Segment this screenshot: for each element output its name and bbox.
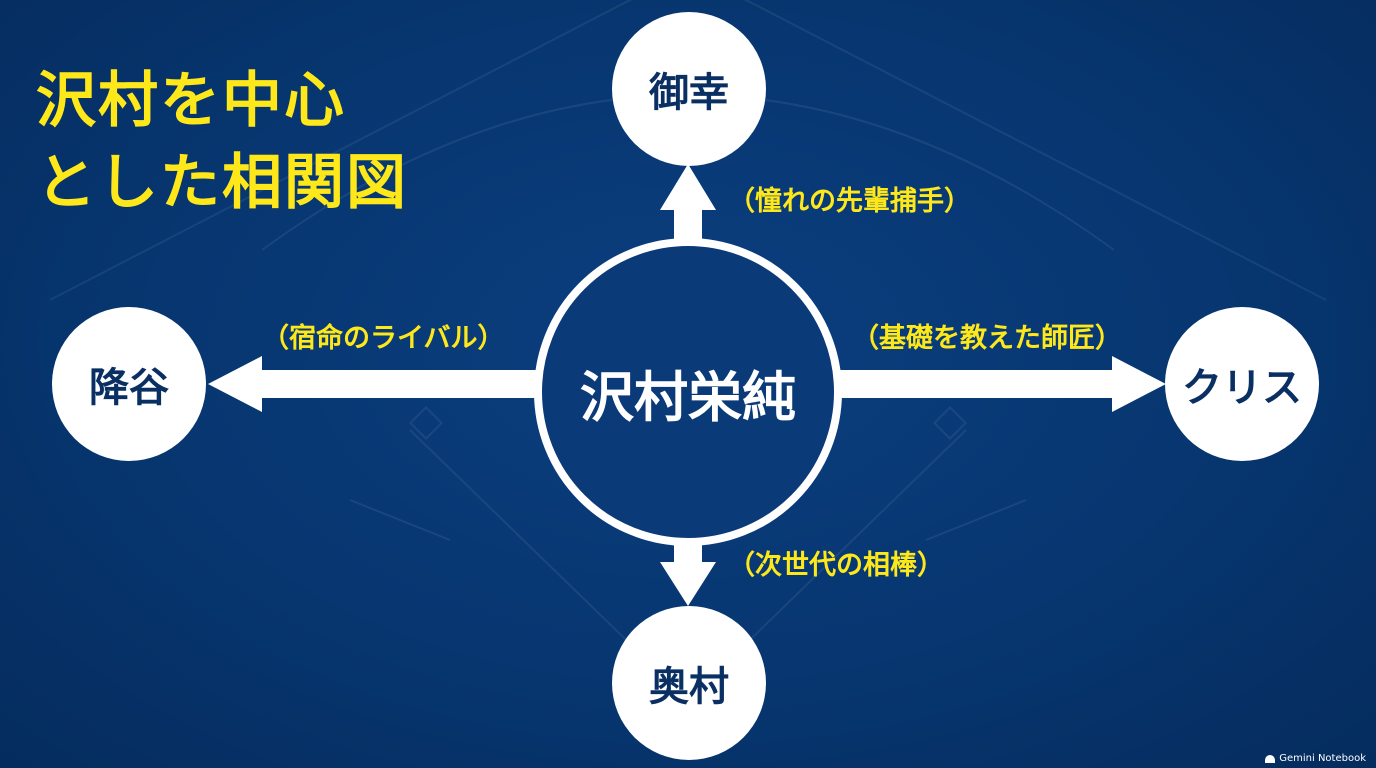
page-title: 沢村を中心 とした相関図 <box>36 60 408 224</box>
gemini-logo-icon <box>1265 754 1276 763</box>
node-chris: クリス <box>1165 307 1319 461</box>
arrow-right-head <box>1112 356 1166 412</box>
node-center-sawamura: 沢村栄純 <box>534 238 842 546</box>
node-okumura: 奥村 <box>612 606 766 760</box>
arrow-right-shaft <box>834 370 1116 398</box>
node-furuya: 降谷 <box>52 307 206 461</box>
title-line-2: とした相関図 <box>36 148 408 218</box>
arrow-down-head <box>660 562 716 606</box>
node-chris-label: クリス <box>1182 365 1302 411</box>
relation-label-bottom: （次世代の相棒） <box>728 550 944 581</box>
relation-label-left: （宿命のライバル） <box>262 323 505 354</box>
watermark: Gemini Notebook <box>1265 753 1366 764</box>
watermark-text: Gemini Notebook <box>1279 753 1366 764</box>
node-miyuki: 御幸 <box>612 12 766 166</box>
arrow-left-head <box>208 356 262 412</box>
node-miyuki-label: 御幸 <box>649 70 729 116</box>
arrow-left-shaft <box>256 370 542 398</box>
node-center-label: 沢村栄純 <box>580 365 796 429</box>
node-okumura-label: 奥村 <box>649 664 729 710</box>
relation-label-right: （基礎を教えた師匠） <box>852 323 1122 354</box>
arrow-up-head <box>660 164 716 210</box>
node-furuya-label: 降谷 <box>89 365 169 411</box>
title-line-1: 沢村を中心 <box>36 66 346 136</box>
relation-label-top: （憧れの先輩捕手） <box>728 186 971 217</box>
